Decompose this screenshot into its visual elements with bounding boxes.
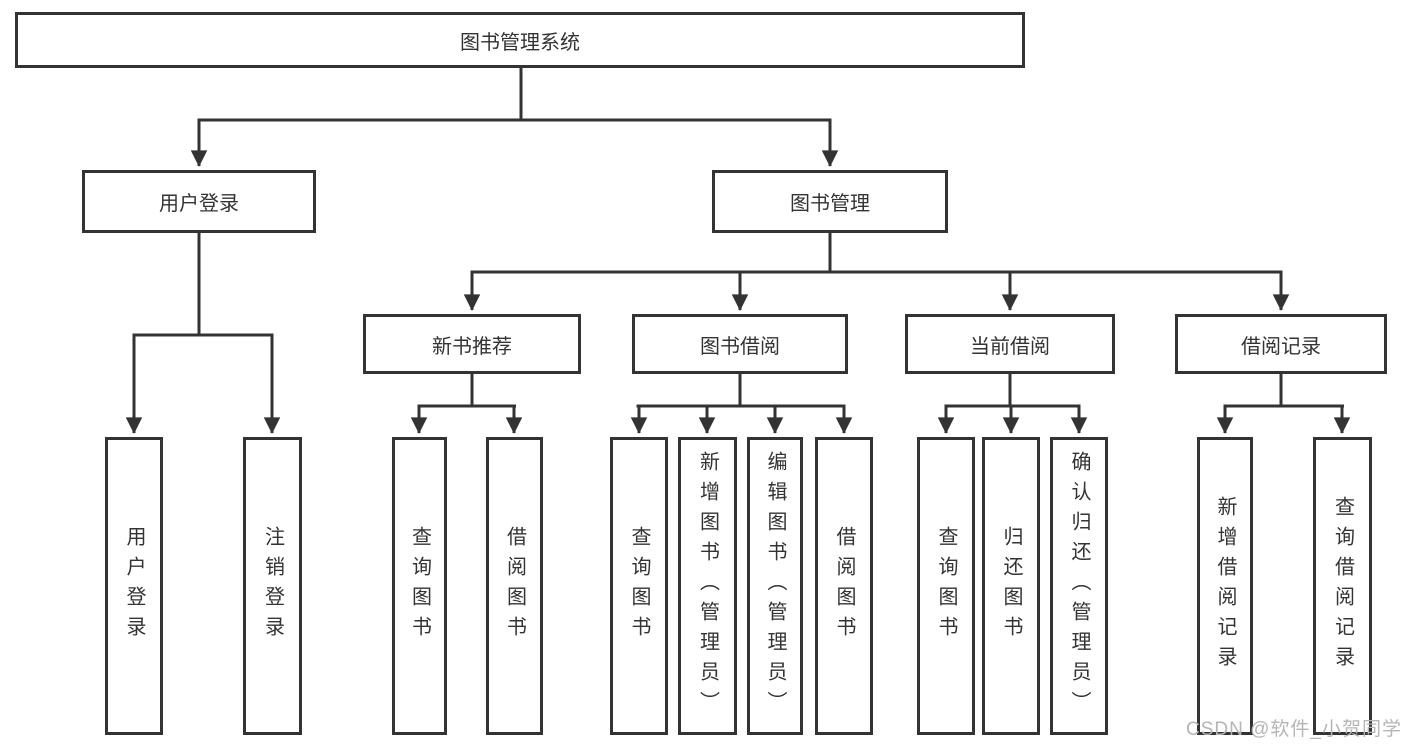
watermark-text: CSDN @软件_小贺同学 <box>1186 719 1402 740</box>
node-leaf-borrow-books-recommend: 借阅图书 <box>486 437 543 735</box>
node-current-borrowing-label: 当前借阅 <box>970 335 1050 358</box>
node-leaf-user-login-label: 用户登录 <box>123 526 145 646</box>
node-leaf-query-borrow-record-label: 查询借阅记录 <box>1331 496 1354 676</box>
node-leaf-confirm-return-admin-label: 确认归还（管理员） <box>1068 451 1090 721</box>
node-current-borrowing: 当前借阅 <box>905 314 1115 374</box>
node-leaf-query-books-borrow: 查询图书 <box>610 437 668 735</box>
node-leaf-borrow-books: 借阅图书 <box>815 437 873 735</box>
node-book-borrowing: 图书借阅 <box>632 314 848 374</box>
node-leaf-query-borrow-record: 查询借阅记录 <box>1313 437 1372 735</box>
node-leaf-query-books-borrow-label: 查询图书 <box>628 526 650 646</box>
node-leaf-return-books-label: 归还图书 <box>1000 526 1022 646</box>
node-library-system-label: 图书管理系统 <box>460 31 580 54</box>
connector-new-books-to-leaves <box>410 374 523 434</box>
node-book-borrowing-label: 图书借阅 <box>700 335 780 358</box>
node-leaf-edit-book-admin: 编辑图书（管理员） <box>747 437 803 735</box>
node-book-management: 图书管理 <box>712 170 948 233</box>
node-leaf-add-borrow-record: 新增借阅记录 <box>1197 437 1253 735</box>
node-book-management-label: 图书管理 <box>790 193 870 215</box>
node-leaf-borrow-books-label: 借阅图书 <box>833 526 855 646</box>
node-leaf-add-borrow-record-label: 新增借阅记录 <box>1214 496 1236 676</box>
node-leaf-query-books-current-label: 查询图书 <box>935 526 957 646</box>
node-user-login-label: 用户登录 <box>159 193 239 215</box>
node-leaf-logout-label: 注销登录 <box>261 526 284 646</box>
node-leaf-query-books-recommend-label: 查询图书 <box>408 526 431 646</box>
node-borrowing-records-label: 借阅记录 <box>1241 335 1321 358</box>
node-leaf-logout: 注销登录 <box>243 437 302 735</box>
connector-book-mgmt-to-level3 <box>463 233 1290 311</box>
node-leaf-add-book-admin: 新增图书（管理员） <box>678 437 737 735</box>
connector-borrow-records-to-leaves <box>1216 374 1351 434</box>
node-new-book-recommend-label: 新书推荐 <box>432 335 512 358</box>
connector-current-borrow-to-leaves <box>937 374 1088 434</box>
node-user-login: 用户登录 <box>82 170 316 233</box>
node-leaf-borrow-books-recommend-label: 借阅图书 <box>503 526 526 646</box>
node-leaf-query-books-recommend: 查询图书 <box>392 437 447 735</box>
node-leaf-add-book-admin-label: 新增图书（管理员） <box>696 451 719 721</box>
connector-book-borrow-to-leaves <box>630 374 853 434</box>
node-leaf-query-books-current: 查询图书 <box>917 437 975 735</box>
node-library-system: 图书管理系统 <box>15 12 1025 68</box>
connector-user-login-to-leaves <box>125 233 281 434</box>
node-leaf-confirm-return-admin: 确认归还（管理员） <box>1050 437 1108 735</box>
node-leaf-return-books: 归还图书 <box>982 437 1040 735</box>
node-borrowing-records: 借阅记录 <box>1175 314 1387 374</box>
node-new-book-recommend: 新书推荐 <box>363 314 581 374</box>
node-leaf-user-login: 用户登录 <box>105 437 163 735</box>
node-leaf-edit-book-admin-label: 编辑图书（管理员） <box>764 451 786 721</box>
connector-root-to-level2 <box>190 68 839 167</box>
